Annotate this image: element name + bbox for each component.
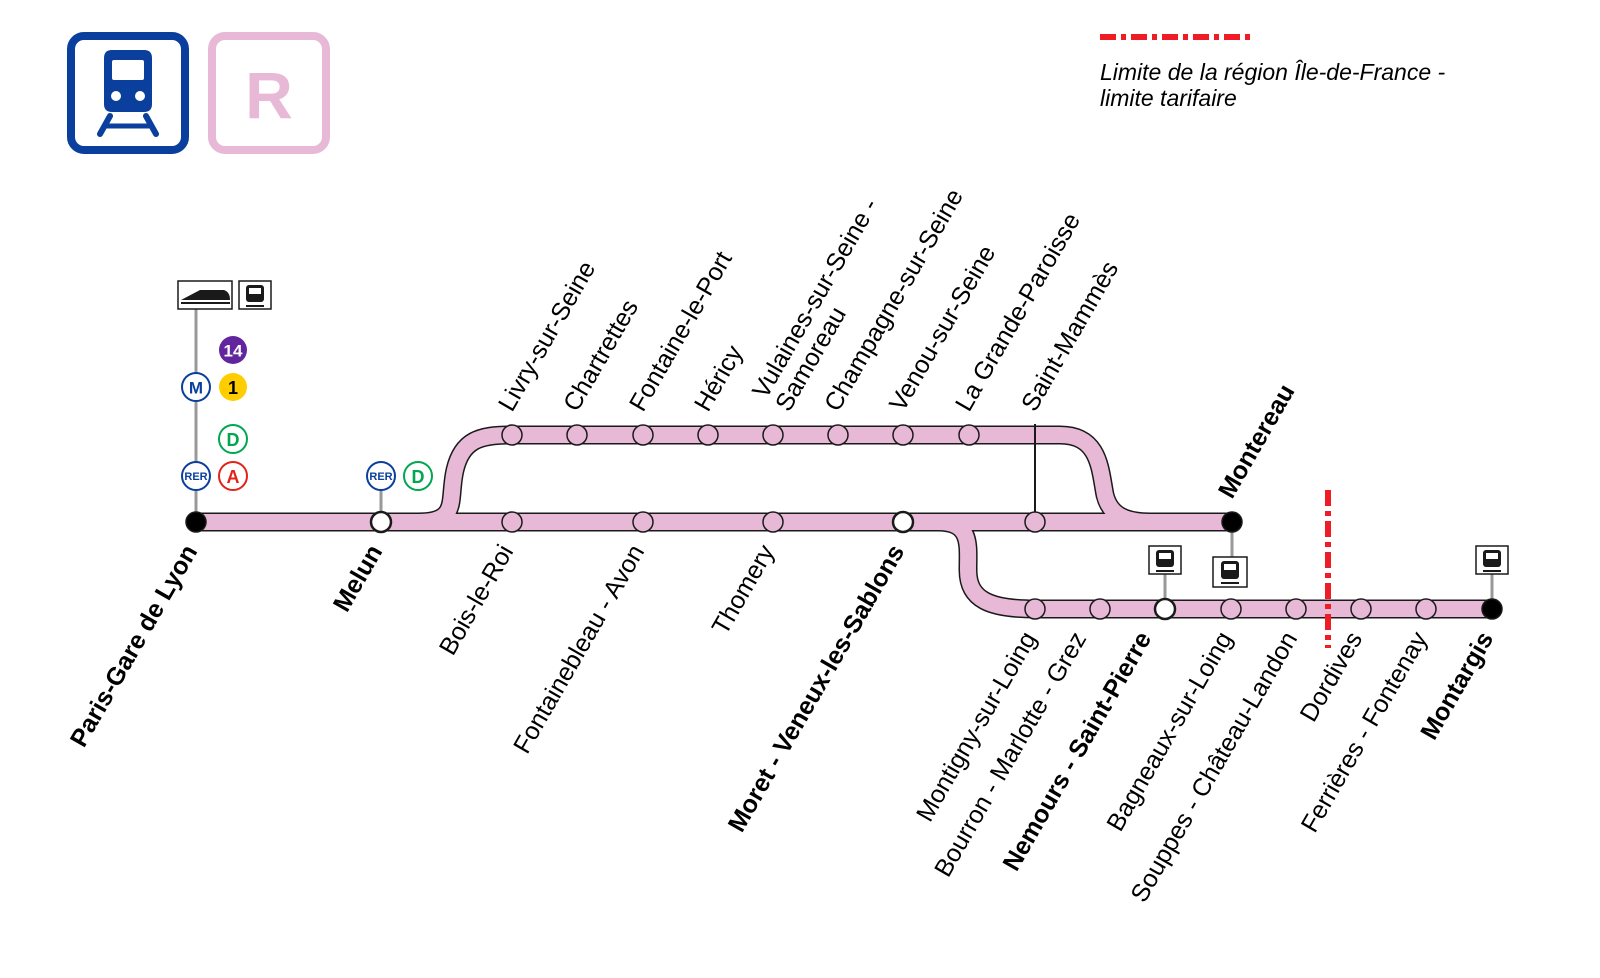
rer-icon: RER xyxy=(181,461,211,491)
legend: Limite de la région Île-de-France - limi… xyxy=(1100,34,1445,111)
station-marker xyxy=(632,511,654,533)
svg-text:A: A xyxy=(227,467,240,487)
station-label-melun: Melun xyxy=(328,540,388,617)
station-label-montereau: Montereau xyxy=(1213,380,1300,503)
upper-station-labels: Livry-sur-Seine Chartrettes Fontaine-le-… xyxy=(493,184,1300,503)
station-marker-montereau xyxy=(1221,511,1243,533)
svg-text:M: M xyxy=(189,379,203,398)
station-marker xyxy=(762,424,784,446)
metro-14-badge: 14 xyxy=(219,336,247,364)
station-marker xyxy=(566,424,588,446)
svg-text:1: 1 xyxy=(228,378,238,398)
montargis-train-icon xyxy=(1475,545,1509,575)
rer-icon: RER xyxy=(366,461,396,491)
paris-connections: 14 M 1 D RER A xyxy=(177,280,272,491)
station-marker xyxy=(827,424,849,446)
station-marker xyxy=(501,424,523,446)
rer-d-badge: D xyxy=(403,461,433,491)
station-marker-moret xyxy=(891,510,915,534)
train-mode-icon xyxy=(67,32,189,154)
station-label: Ferrières - Fontenay xyxy=(1296,627,1434,838)
melun-connections: RER D xyxy=(366,461,433,491)
connection-stems xyxy=(194,308,1494,609)
nemours-train-icon xyxy=(1148,545,1182,575)
station-marker xyxy=(1024,598,1046,620)
svg-text:D: D xyxy=(412,467,425,487)
station-label: Héricy xyxy=(689,340,749,416)
station-marker xyxy=(1285,598,1307,620)
rer-a-badge: A xyxy=(218,461,248,491)
station-label: La Grande-Paroisse xyxy=(950,208,1086,416)
regional-train-icon xyxy=(238,280,272,310)
svg-text:D: D xyxy=(227,430,240,450)
rer-d-badge: D xyxy=(218,424,248,454)
station-marker xyxy=(762,511,784,533)
station-label: Fontainebleau - Avon xyxy=(508,540,650,758)
station-markers xyxy=(185,424,1503,621)
metro-1-badge: 1 xyxy=(219,373,247,401)
station-marker-nemours xyxy=(1153,597,1177,621)
svg-text:14: 14 xyxy=(224,342,243,361)
station-marker xyxy=(1089,598,1111,620)
tgv-icon xyxy=(177,280,233,310)
svg-text:RER: RER xyxy=(184,471,207,483)
station-label: Dordives xyxy=(1295,627,1369,726)
lower-station-labels: Montigny-sur-Loing Bourron - Marlotte - … xyxy=(911,627,1499,907)
line-r-badge: R xyxy=(208,32,330,154)
station-label: Bois-le-Roi xyxy=(434,540,519,660)
station-marker-paris xyxy=(185,511,207,533)
station-marker xyxy=(1024,511,1046,533)
station-marker xyxy=(1350,598,1372,620)
station-marker-melun xyxy=(369,510,393,534)
montereau-train-icon xyxy=(1212,556,1248,588)
station-marker xyxy=(1415,598,1437,620)
station-marker xyxy=(697,424,719,446)
line-tracks xyxy=(196,425,1492,619)
station-label: Thomery xyxy=(707,540,781,640)
station-marker xyxy=(501,511,523,533)
station-marker xyxy=(892,424,914,446)
station-label-paris: Paris-Gare de Lyon xyxy=(65,540,203,752)
legend-text-2: limite tarifaire xyxy=(1100,85,1237,111)
station-marker xyxy=(632,424,654,446)
svg-text:RER: RER xyxy=(369,471,392,483)
station-marker xyxy=(1220,598,1242,620)
metro-icon: M xyxy=(181,372,211,402)
station-marker xyxy=(958,424,980,446)
station-marker-montargis xyxy=(1481,598,1503,620)
legend-text-1: Limite de la région Île-de-France - xyxy=(1100,59,1445,85)
main-station-labels: Paris-Gare de Lyon Melun Bois-le-Roi Fon… xyxy=(65,540,910,837)
line-letter: R xyxy=(245,58,293,132)
